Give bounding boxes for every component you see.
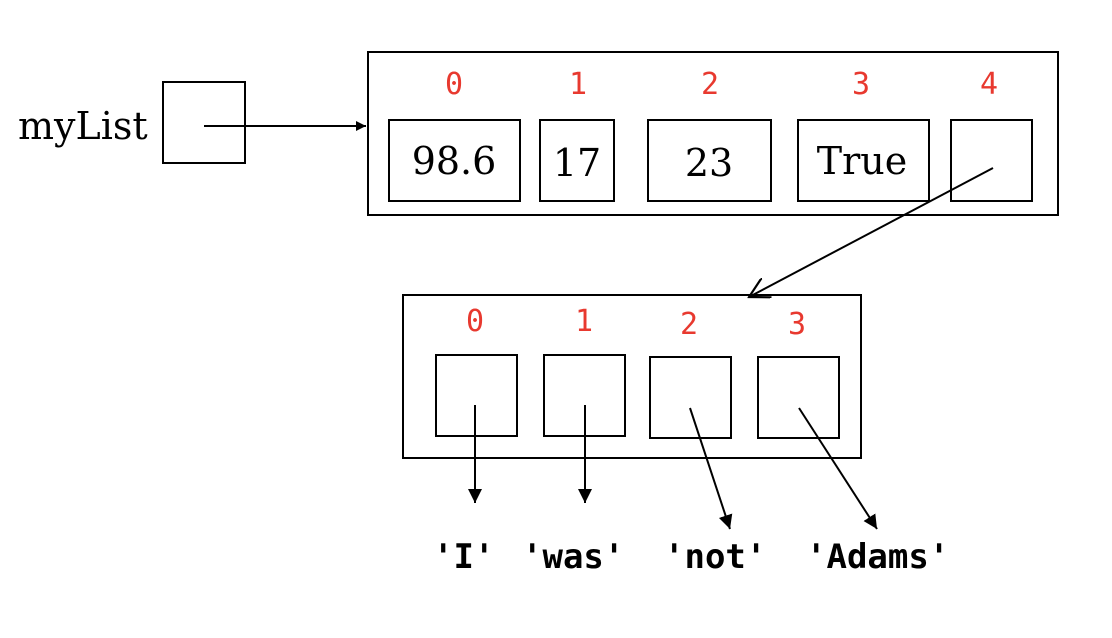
outer-cell-value: True [817, 139, 907, 183]
outer-index-label: 2 [701, 67, 719, 102]
inner-cell-0 [435, 354, 518, 437]
inner-index-label: 3 [788, 307, 806, 342]
outer-cell-4 [950, 119, 1033, 202]
outer-cell-value: 98.6 [412, 139, 497, 183]
outer-cell-3 [797, 119, 930, 202]
inner-index-label: 0 [466, 304, 484, 339]
string-object: 'not' [664, 537, 766, 577]
outer-list-values: 98.6 17 23 True [412, 139, 908, 185]
string-object: 'I' [433, 537, 494, 577]
inner-cell-2-reference-arrow [689, 407, 733, 530]
inner-cell-2 [649, 356, 732, 439]
inner-index-label: 2 [680, 307, 698, 342]
inner-index-label: 1 [575, 304, 593, 339]
inner-list-container [402, 294, 862, 459]
outer-cell-1 [539, 119, 615, 202]
outer-cell-value: 17 [553, 141, 601, 185]
string-object: 'Adams' [806, 537, 949, 577]
variable-reference-box [162, 81, 246, 164]
outer-cell-2 [647, 119, 772, 202]
outer-index-label: 0 [445, 67, 463, 102]
variable-name-label: myList [18, 104, 148, 148]
outer-index-label: 1 [569, 67, 587, 102]
nested-list-reference-arrow [749, 167, 994, 297]
outer-cell-0 [388, 119, 521, 202]
string-object: 'was' [522, 537, 624, 577]
string-objects: 'I' 'was' 'not' 'Adams' [433, 537, 949, 577]
outer-list-container [367, 51, 1059, 216]
outer-list-indices: 0 1 2 3 4 [445, 67, 998, 102]
outer-index-label: 3 [852, 67, 870, 102]
inner-cell-3 [757, 356, 840, 439]
inner-reference-arrows [468, 405, 878, 530]
outer-cell-value: 23 [685, 141, 733, 185]
outer-list-cells [388, 119, 1033, 202]
inner-list-indices: 0 1 2 3 [466, 304, 806, 342]
inner-list-cells [435, 354, 840, 439]
inner-cell-3-reference-arrow [798, 407, 878, 530]
outer-index-label: 4 [980, 67, 998, 102]
